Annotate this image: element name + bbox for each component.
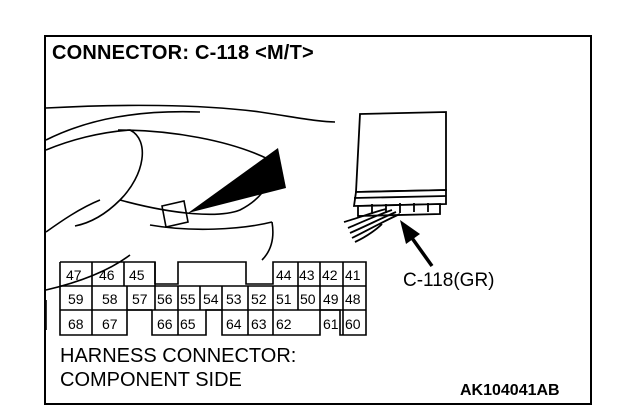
pin-63: 63 <box>251 316 267 332</box>
pin-68: 68 <box>68 316 84 332</box>
pin-43: 43 <box>299 267 315 283</box>
pin-59: 59 <box>68 291 84 307</box>
pin-42: 42 <box>322 267 338 283</box>
connector-label: C-118(GR) <box>403 270 495 291</box>
pin-53: 53 <box>226 291 242 307</box>
pin-41: 41 <box>345 267 361 283</box>
pin-55: 55 <box>180 291 196 307</box>
pin-49: 49 <box>323 291 339 307</box>
caption-line-2: COMPONENT SIDE <box>60 369 242 391</box>
pin-67: 67 <box>102 316 118 332</box>
pin-45: 45 <box>129 267 145 283</box>
pin-54: 54 <box>203 291 219 307</box>
pin-50: 50 <box>300 291 316 307</box>
pin-47: 47 <box>66 267 82 283</box>
pin-44: 44 <box>276 267 292 283</box>
diagram-frame <box>44 35 592 405</box>
caption-line-1: HARNESS CONNECTOR: <box>60 345 297 367</box>
pin-48: 48 <box>345 291 361 307</box>
pin-65: 65 <box>180 316 196 332</box>
pin-61: 61 <box>323 316 339 332</box>
pointer-wedge <box>188 148 286 213</box>
pin-66: 66 <box>157 316 173 332</box>
pin-56: 56 <box>157 291 173 307</box>
pin-57: 57 <box>132 291 148 307</box>
pin-52: 52 <box>251 291 267 307</box>
pin-64: 64 <box>226 316 242 332</box>
pin-numbers: 47 46 45 44 43 42 41 59 58 57 56 55 54 5… <box>66 267 361 332</box>
dashboard-illustration <box>45 104 336 330</box>
harness-caption: HARNESS CONNECTOR: COMPONENT SIDE <box>60 344 296 392</box>
pin-60: 60 <box>345 316 361 332</box>
connector-arrow <box>400 220 434 268</box>
pin-46: 46 <box>99 267 115 283</box>
pin-51: 51 <box>276 291 292 307</box>
connector-pin-grid <box>59 261 367 336</box>
figure-code: AK104041AB <box>460 382 560 399</box>
control-unit-illustration <box>343 111 447 243</box>
pin-58: 58 <box>102 291 118 307</box>
diagram-title: CONNECTOR: C-118 <M/T> <box>52 42 314 64</box>
pin-62: 62 <box>276 316 292 332</box>
